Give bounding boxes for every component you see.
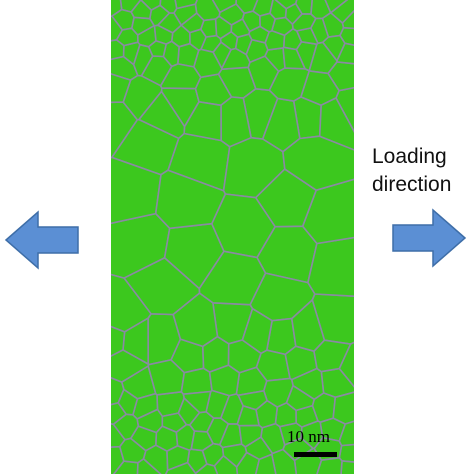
caption-line-2: direction [372, 173, 452, 196]
grain-cell [268, 67, 310, 102]
grain-cell [119, 437, 147, 464]
grain-cell [279, 422, 303, 446]
grain-cell [254, 168, 317, 228]
grain-cell [241, 307, 273, 355]
grain-cell [180, 12, 205, 34]
grain-cell [183, 101, 222, 142]
grain-cell [322, 34, 346, 62]
grain-cell [274, 0, 298, 10]
grain-cell [341, 9, 354, 30]
grain-cell [147, 40, 168, 58]
grain-cell [221, 443, 248, 468]
grain-cell [340, 460, 354, 474]
grain-cell [140, 0, 162, 11]
grain-cell [177, 397, 201, 426]
grain-cell [291, 13, 317, 32]
grain-boundary-network [111, 0, 354, 474]
grain-cell [296, 27, 319, 46]
grain-cell [338, 420, 354, 447]
grain-cell [159, 63, 202, 90]
grain-cell [271, 448, 298, 474]
grain-cell [332, 391, 354, 425]
grain-cell [282, 135, 354, 191]
grain-cell [130, 16, 155, 36]
nanocrystal-sample-panel: 10 nm [111, 0, 354, 474]
grain-cell [111, 325, 126, 357]
grain-cell [111, 402, 127, 426]
grain-cell [338, 341, 354, 388]
arrow-right-icon [392, 208, 467, 268]
grain-cell [282, 46, 306, 70]
grain-cell [214, 15, 233, 40]
grain-cell [202, 335, 230, 373]
scale-bar-label: 10 nm [287, 427, 330, 446]
grain-cell [194, 463, 219, 474]
scale-bar [294, 452, 337, 457]
grain-cell [111, 156, 162, 225]
grain-cell [291, 299, 326, 353]
grain-cell [285, 384, 315, 412]
grain-cell [316, 456, 343, 474]
grain-cell [147, 359, 186, 396]
grain-cell [161, 412, 188, 433]
grain-cell [154, 169, 227, 230]
grain-cell [237, 389, 268, 411]
grain-cell [198, 250, 267, 306]
grain-cell [254, 453, 277, 474]
grain-cell [324, 0, 349, 14]
grain-cell [212, 41, 232, 69]
caption-line-1: Loading [372, 145, 447, 168]
grain-cell [259, 12, 276, 33]
arrow-left-icon [4, 210, 79, 270]
loading-direction-caption: Loading direction [372, 143, 451, 199]
grain-cell [264, 29, 286, 51]
grain-cell [236, 405, 260, 427]
grain-cell [190, 430, 214, 452]
grain-cell [263, 377, 294, 408]
grain-cell [111, 39, 125, 61]
grain-cell [180, 367, 213, 396]
grain-cell [318, 97, 354, 151]
grain-cell [111, 73, 132, 104]
grain-cell [177, 42, 200, 68]
